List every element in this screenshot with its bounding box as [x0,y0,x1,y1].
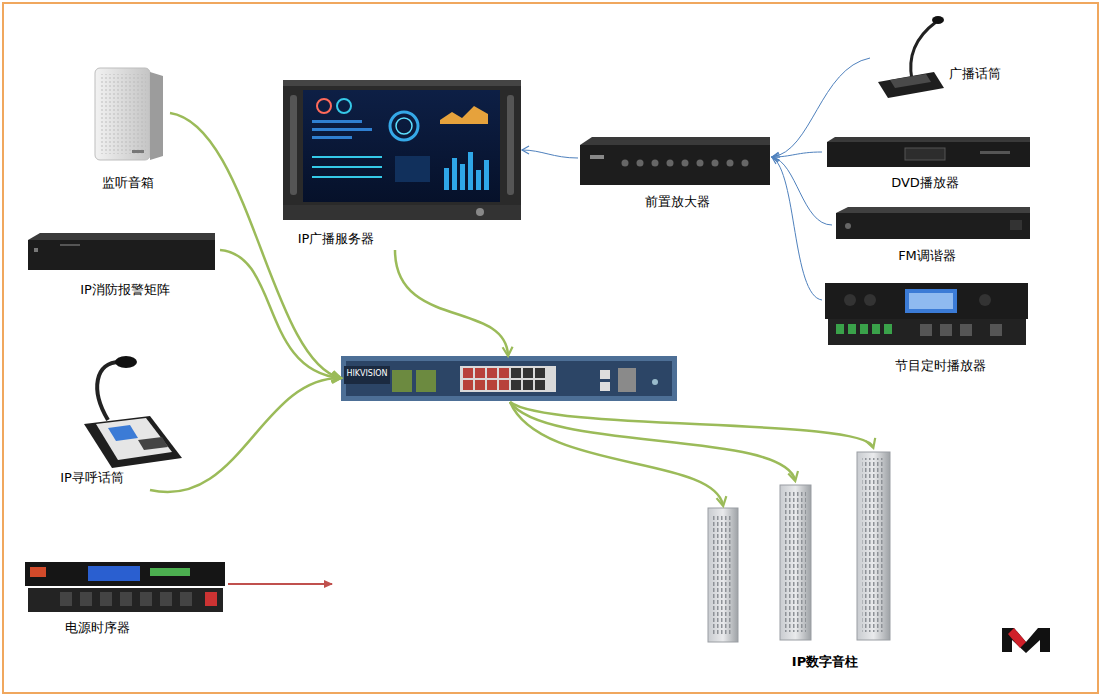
audio-link [772,58,870,157]
timer-player [825,283,1028,345]
device-label: 前置放大器 [645,194,710,210]
device-node: IP寻呼话筒 [55,352,185,490]
audio-link [522,150,578,158]
monitor-speaker [95,68,163,160]
brand-logo [1002,628,1050,653]
rack-server [283,80,521,220]
red-arrow [228,583,332,585]
device-node: IP广播服务器 [280,78,522,250]
device-node: 监听音箱 [85,62,170,195]
device-label: 监听音箱 [102,175,154,191]
audio-link [772,157,822,300]
preamplifier [580,137,770,185]
audio-link [772,157,832,225]
device-node: 广播话筒 [870,12,1010,100]
paging-microphone [84,356,182,468]
device-label: IP消防报警矩阵 [80,282,170,298]
network-link [510,402,873,447]
network-link [395,250,508,355]
fire-alarm-matrix [28,233,215,270]
network-link [510,402,723,505]
device-node: FM调谐器 [832,206,1035,266]
speaker-columns [708,452,890,642]
network-link [220,250,340,378]
audio-link [772,152,822,157]
device-label: IP寻呼话筒 [60,470,124,486]
fm-tuner [836,207,1030,239]
device-node: IP消防报警矩阵 [25,232,220,298]
device-label: FM调谐器 [898,248,956,264]
device-node: HIKVISION [340,355,678,402]
device-node: 电源时序器 [20,558,230,640]
power-sequencer [25,562,225,612]
device-label: DVD播放器 [891,175,959,191]
device-label: IP数字音柱 [792,654,858,670]
network-link [150,378,340,492]
device-node: DVD播放器 [822,138,1035,195]
device-label: HIKVISION [346,369,387,379]
device-node: 前置放大器 [578,140,772,212]
device-node: 节目定时播放器 [822,278,1032,376]
device-label: IP广播服务器 [298,231,375,247]
device-label: 电源时序器 [65,620,130,636]
device-node: IP数字音柱 [700,445,900,675]
network-switch [341,356,677,401]
desk-microphone [878,16,944,98]
page-border [3,3,1098,693]
device-label: 广播话筒 [949,66,1001,82]
dvd-player [827,137,1030,167]
device-label: 节目定时播放器 [895,358,986,374]
